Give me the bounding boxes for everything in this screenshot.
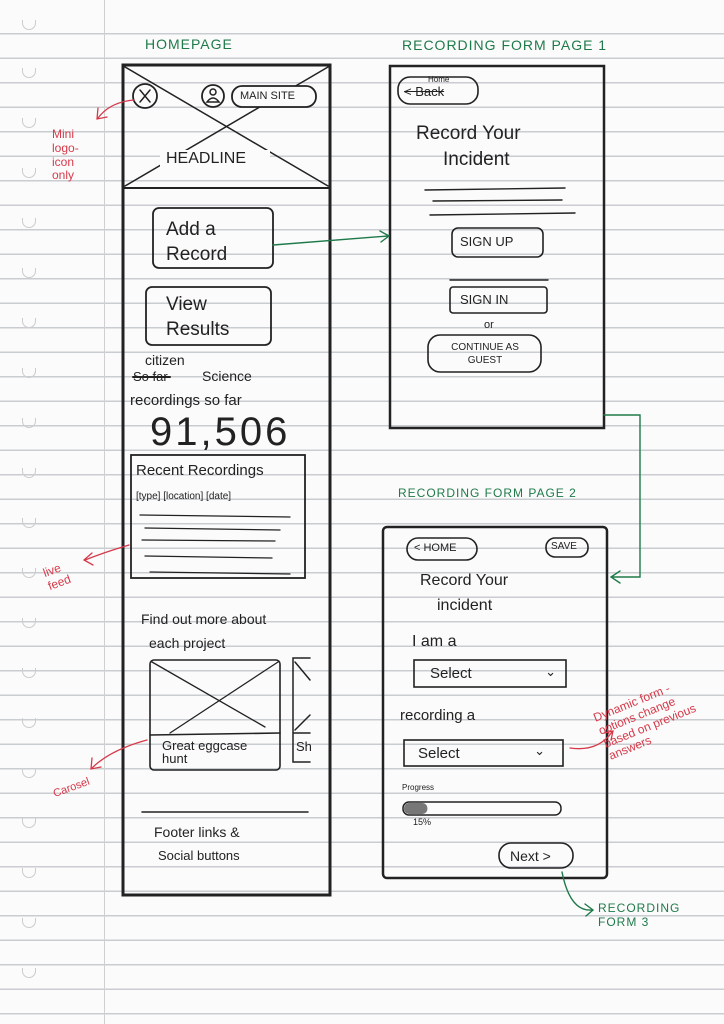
- home-label: Home: [428, 75, 450, 84]
- main-site-button[interactable]: MAIN SITE: [240, 90, 296, 102]
- home-button[interactable]: < HOME: [414, 542, 457, 554]
- select-value: Select: [418, 745, 460, 762]
- form2-frame: [381, 525, 609, 880]
- recent-columns: [type] [location] [date]: [136, 491, 232, 502]
- struck-text: So far: [133, 369, 168, 384]
- form2-title: RECORDING FORM PAGE 2: [398, 486, 577, 500]
- carousel-card2-caption[interactable]: Sh: [296, 739, 312, 754]
- form1-title: RECORDING FORM PAGE 1: [402, 37, 608, 53]
- add-record-button[interactable]: Add a Record: [166, 219, 228, 265]
- save-button[interactable]: SAVE: [551, 541, 577, 552]
- annotation-logo: Mini logo-icon only: [52, 127, 79, 183]
- form1-heading-2: Incident: [443, 149, 510, 170]
- view-results-button[interactable]: View Results: [166, 294, 230, 340]
- science-text: Science: [202, 368, 252, 384]
- form2-heading-1: Record Your: [420, 572, 509, 589]
- continue-as-guest-button[interactable]: CONTINUE AS GUEST: [451, 342, 519, 366]
- chevron-down-icon: ⌄: [545, 664, 556, 679]
- carousel-card-caption[interactable]: Great eggcase hunt: [162, 738, 248, 766]
- progress-label: Progress: [402, 783, 435, 792]
- recording-a-label: recording a: [400, 707, 476, 724]
- form3-label: RECORDING FORM 3: [598, 901, 681, 929]
- recording-a-select[interactable]: Select ⌄: [404, 740, 563, 766]
- form1-heading-1: Record Your: [416, 123, 521, 144]
- progress-percent: 15%: [413, 817, 432, 827]
- recordings-so-far: recordings so far: [130, 392, 242, 409]
- form1-frame: [388, 64, 606, 430]
- chevron-down-icon: ⌄: [534, 743, 545, 758]
- i-am-a-label: I am a: [412, 633, 457, 650]
- i-am-a-select[interactable]: Select ⌄: [414, 660, 566, 687]
- footer-links: Footer links &: [154, 824, 240, 840]
- citizen-text: citizen: [145, 352, 185, 368]
- next-button[interactable]: Next >: [510, 848, 551, 864]
- recent-recordings-title: Recent Recordings: [136, 462, 264, 479]
- margin-line: [104, 0, 105, 1024]
- social-buttons: Social buttons: [158, 848, 240, 863]
- or-text: or: [484, 319, 494, 331]
- headline: HEADLINE: [166, 150, 247, 167]
- sign-up-button[interactable]: SIGN UP: [460, 234, 514, 249]
- each-project: each project: [149, 635, 226, 651]
- header-image-placeholder: [122, 64, 331, 189]
- back-button[interactable]: < Back: [404, 84, 445, 99]
- find-out-more: Find out more about: [141, 611, 267, 627]
- homepage-title: HOMEPAGE: [145, 36, 233, 52]
- sign-in-button[interactable]: SIGN IN: [460, 292, 509, 307]
- select-value: Select: [430, 665, 472, 682]
- recordings-count: 91,506: [150, 410, 291, 454]
- progress-fill: [404, 803, 428, 814]
- form2-heading-2: incident: [437, 597, 493, 614]
